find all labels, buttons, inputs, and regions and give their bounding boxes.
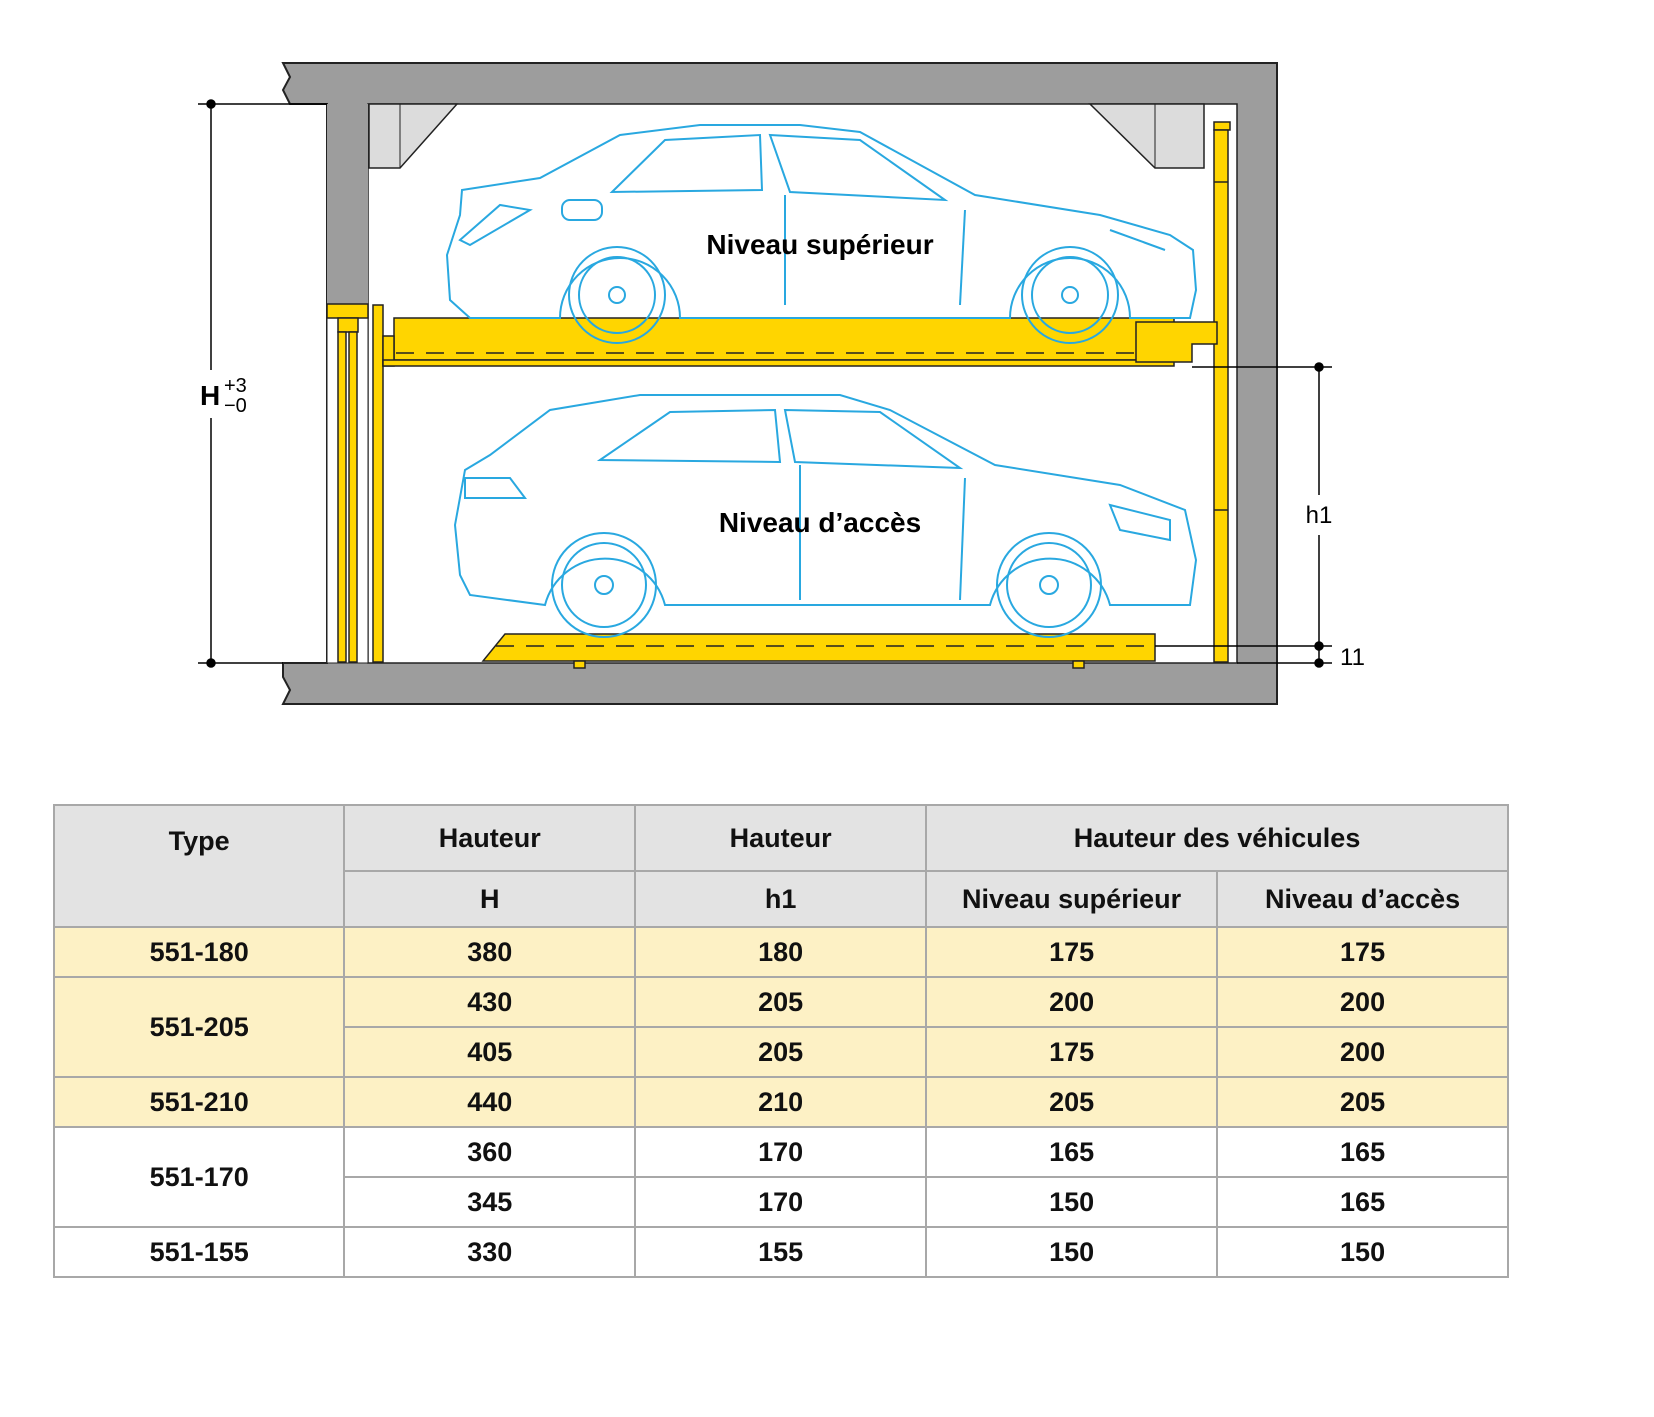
cell-upper: 175 xyxy=(925,1026,1219,1078)
header-upper-level: Niveau supérieur xyxy=(925,870,1219,928)
dimension-H-tol-minus: −0 xyxy=(224,395,247,417)
cell-h1: 205 xyxy=(634,1026,928,1078)
cell-H: 380 xyxy=(343,926,637,978)
cell-access: 165 xyxy=(1216,1176,1509,1228)
lower-car-suv xyxy=(453,394,1198,638)
cell-type: 551-205 xyxy=(52,976,346,1078)
cell-access: 150 xyxy=(1216,1226,1509,1278)
header-vehicle-heights: Hauteur des véhicules xyxy=(925,804,1509,872)
cell-type: 551-210 xyxy=(52,1076,346,1128)
header-height-H: Hauteur xyxy=(343,804,637,872)
dimension-h1-label: h1 xyxy=(1306,502,1333,529)
cell-access: 175 xyxy=(1216,926,1509,978)
header-type: Type xyxy=(52,804,346,928)
cell-h1: 205 xyxy=(634,976,928,1028)
dimension-H-label: H xyxy=(200,380,220,411)
cell-upper: 165 xyxy=(925,1126,1219,1178)
cell-upper: 150 xyxy=(925,1226,1219,1278)
table-row: 551-155 330 155 150 150 xyxy=(52,1226,1509,1278)
dimension-11-label: 11 xyxy=(1340,644,1365,671)
lift-posts xyxy=(326,121,1231,663)
cell-h1: 170 xyxy=(634,1176,928,1228)
table-row: 551-205 430 205 200 200 xyxy=(52,976,1509,1078)
upper-platform xyxy=(382,317,1218,367)
dimension-H-tol-plus: +3 xyxy=(224,375,247,397)
cell-upper: 200 xyxy=(925,976,1219,1028)
header-access-level: Niveau d’accès xyxy=(1216,870,1509,928)
cell-H: 430 xyxy=(343,976,637,1028)
dimension-H xyxy=(198,99,327,668)
cell-access: 200 xyxy=(1216,1026,1509,1078)
header-H-symbol: H xyxy=(343,870,637,928)
table-row: 551-210 440 210 205 205 xyxy=(52,1076,1509,1128)
cell-H: 345 xyxy=(343,1176,637,1228)
cell-access: 165 xyxy=(1216,1126,1509,1178)
dimension-h1 xyxy=(1155,362,1332,668)
ceiling-beam-right xyxy=(1088,103,1205,169)
header-height-h1: Hauteur xyxy=(634,804,928,872)
cell-H: 405 xyxy=(343,1026,637,1078)
table-row: 345 170 150 165 xyxy=(54,1176,1509,1228)
lower-platform xyxy=(481,633,1156,669)
cell-upper: 175 xyxy=(925,926,1219,978)
table-row: 551-180 380 180 175 175 xyxy=(52,926,1509,978)
cell-access: 200 xyxy=(1216,976,1509,1028)
header-h1-symbol: h1 xyxy=(634,870,928,928)
cell-H: 440 xyxy=(343,1076,637,1128)
dimensions-table: Type Hauteur Hauteur Hauteur des véhicul… xyxy=(52,804,1509,1278)
cell-h1: 210 xyxy=(634,1076,928,1128)
cell-h1: 170 xyxy=(634,1126,928,1178)
cell-h1: 155 xyxy=(634,1226,928,1278)
cell-type: 551-170 xyxy=(52,1126,346,1228)
cell-type: 551-180 xyxy=(52,926,346,978)
table-row: 551-170 360 170 165 165 xyxy=(52,1126,1509,1228)
lower-level-label: Niveau d’accès xyxy=(719,507,921,538)
cell-h1: 180 xyxy=(634,926,928,978)
cell-upper: 150 xyxy=(925,1176,1219,1228)
upper-car-sedan xyxy=(445,124,1198,344)
cell-H: 360 xyxy=(343,1126,637,1178)
cell-upper: 205 xyxy=(925,1076,1219,1128)
cell-access: 205 xyxy=(1216,1076,1509,1128)
upper-level-label: Niveau supérieur xyxy=(706,229,933,260)
cell-type: 551-155 xyxy=(52,1226,346,1278)
garage-interior xyxy=(367,103,1238,664)
cell-H: 330 xyxy=(343,1226,637,1278)
table-row: 405 205 175 200 xyxy=(54,1026,1509,1078)
parking-lift-diagram: Niveau supérieur Niveau d’accès H +3 −0 … xyxy=(198,62,1365,705)
